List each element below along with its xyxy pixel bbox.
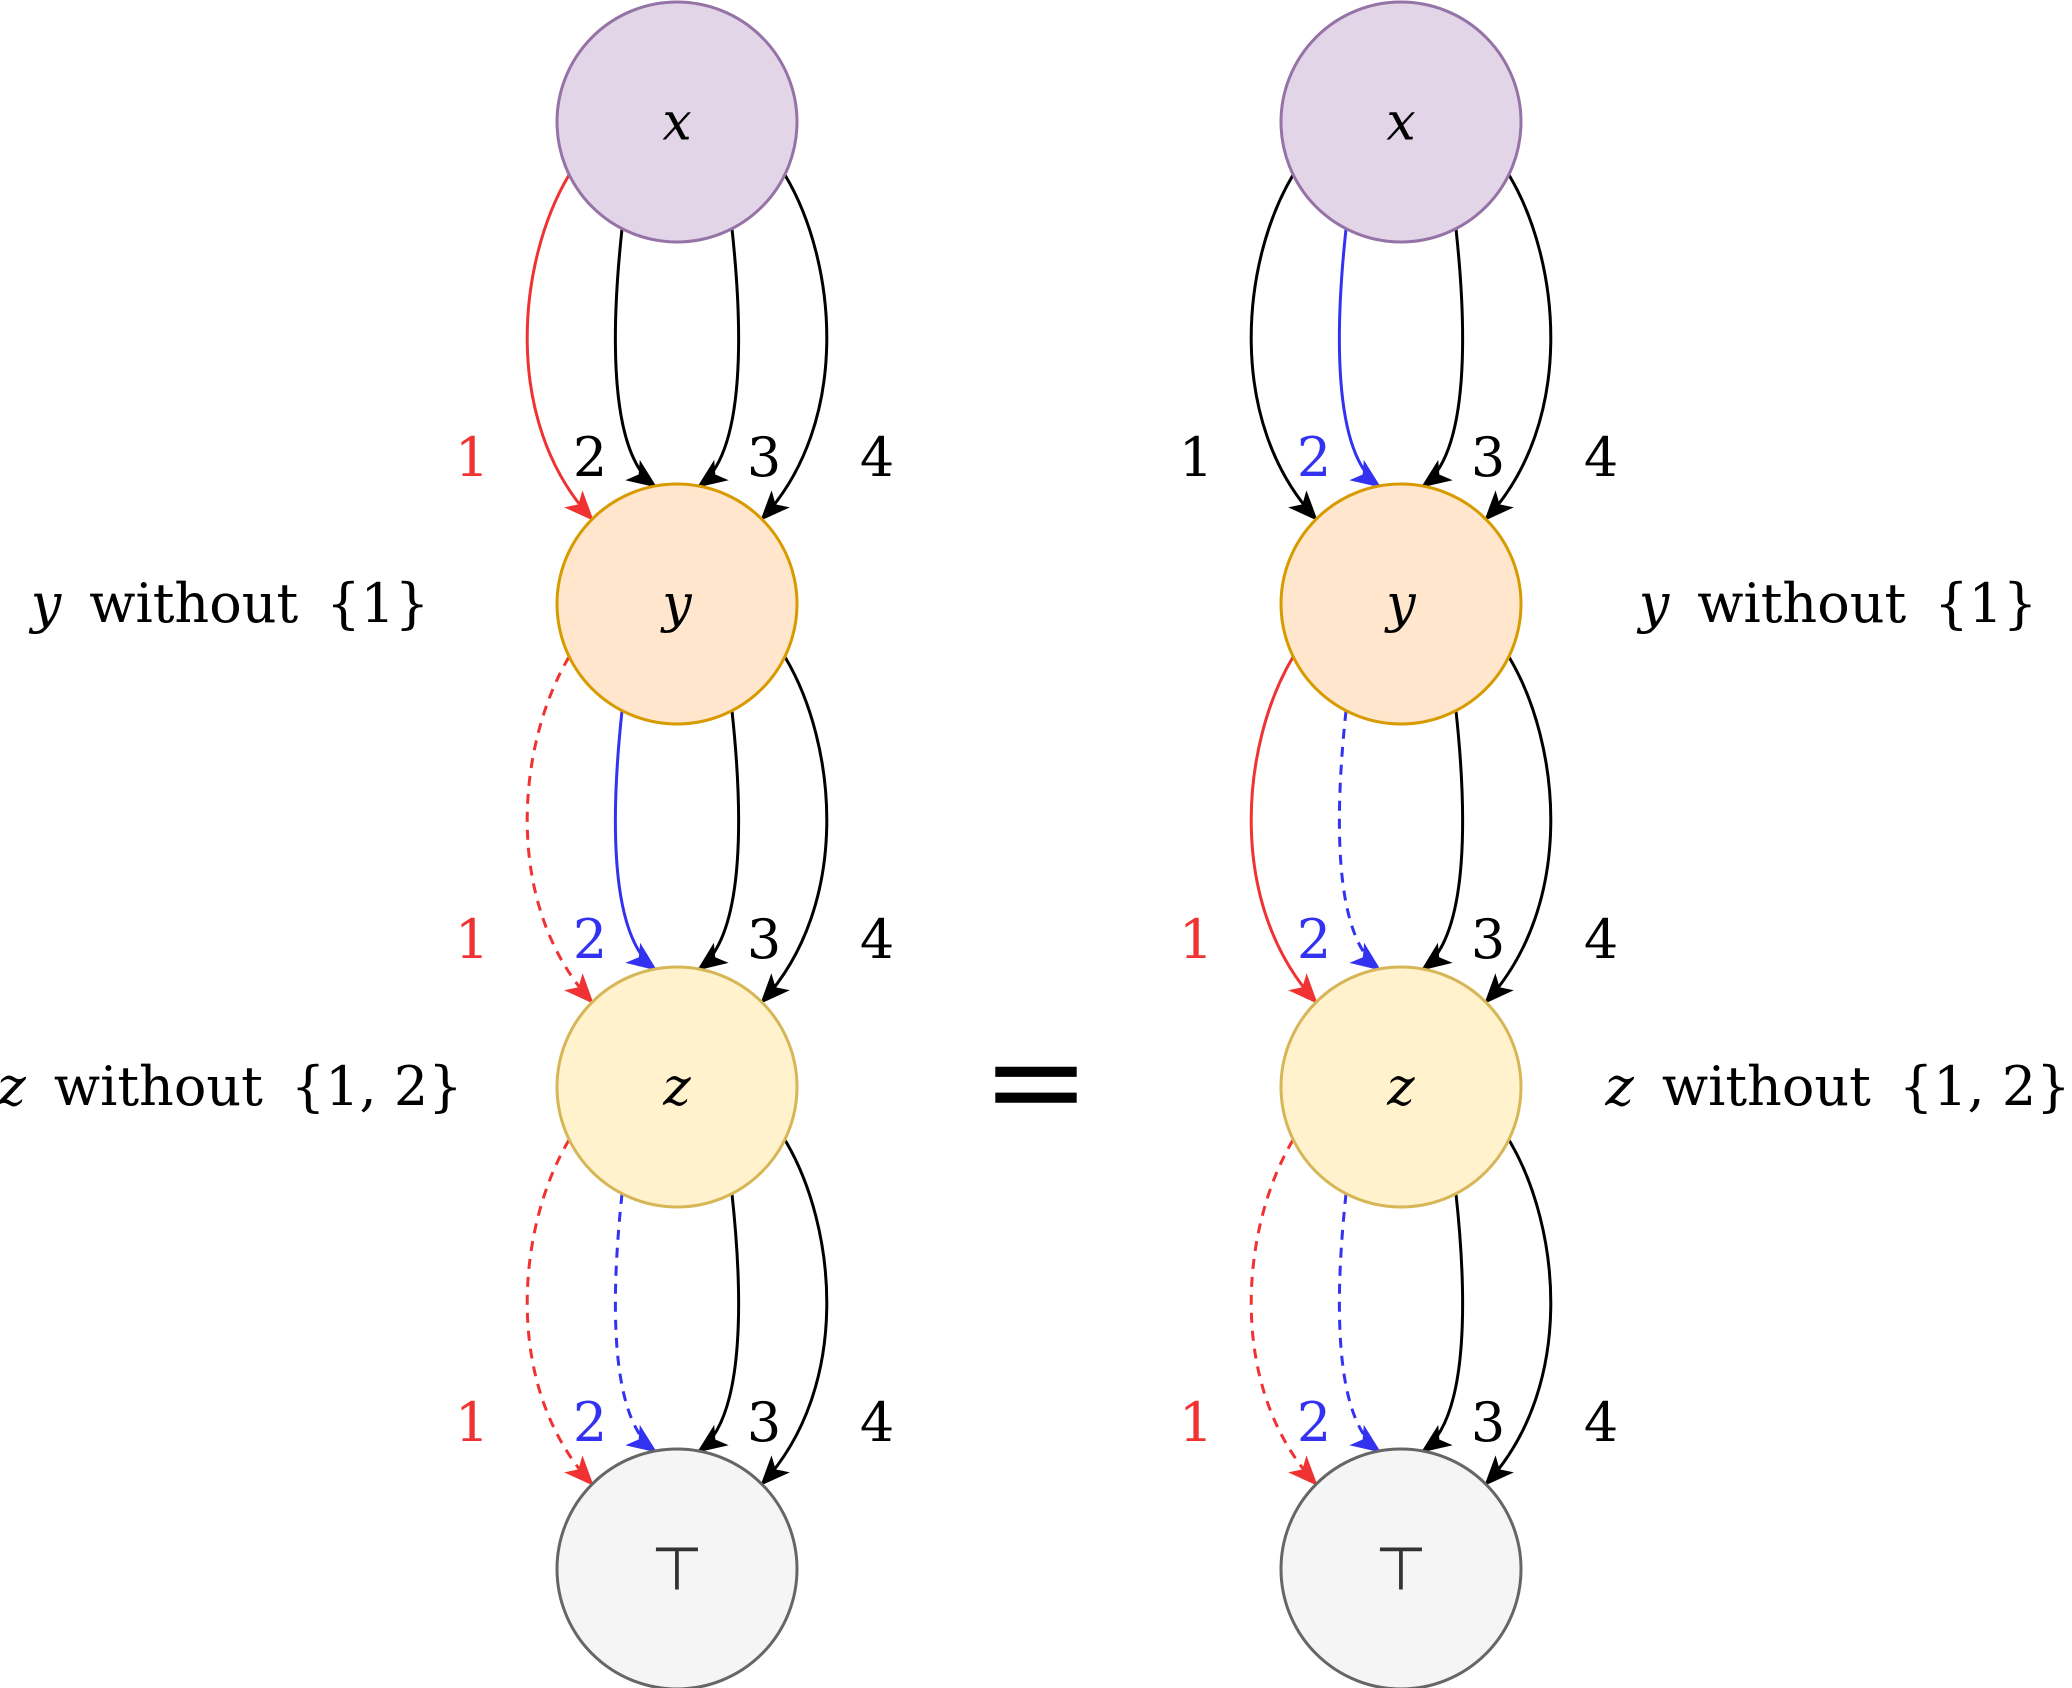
side-label-var: y [29, 572, 63, 635]
edge-d2-z-to-top-3 [1420, 1193, 1465, 1453]
edge-d1-y-to-z-2 [613, 710, 658, 971]
edge-label-d1-z-to-top-4: 4 [860, 1391, 894, 1454]
edge-label-d2-y-to-z-4: 4 [1584, 908, 1618, 971]
edge-label-d1-x-to-y-1: 1 [455, 426, 489, 489]
edge-d2-z-to-top-4 [1484, 1139, 1553, 1486]
node-d2-z [1279, 965, 1523, 1209]
node-d2-y [1279, 482, 1523, 726]
node-d1-z [555, 965, 799, 1209]
edge-label-d1-z-to-top-1: 1 [455, 1391, 489, 1454]
edge-d1-y-to-z-3 [696, 710, 741, 971]
side-label-d1-z: z without {1, 2} [0, 1055, 463, 1118]
edge-label-d2-y-to-z-1: 1 [1179, 908, 1213, 971]
side-label-set: {1, 2} [1899, 1055, 2071, 1118]
equals-sign: = [982, 1005, 1091, 1157]
edges-layer [525, 174, 1553, 1486]
node-label-d1-x: x [662, 93, 691, 153]
edge-label-d2-y-to-z-3: 3 [1471, 908, 1505, 971]
edge-d2-x-to-y-4 [1484, 174, 1553, 521]
edge-label-d1-y-to-z-3: 3 [747, 908, 781, 971]
labels-layer: 1 2 3 4 1 2 3 4 1 2 3 4 y without {1} z without {1, 2} 1 2 3… [0, 426, 2071, 1454]
edge-d2-y-to-z-1 [1249, 656, 1318, 1004]
side-label-text: without [1662, 1055, 1871, 1118]
edge-label-d1-z-to-top-2: 2 [573, 1391, 607, 1454]
side-label-var: z [0, 1055, 26, 1118]
edge-d1-x-to-y-1 [525, 174, 594, 521]
edge-d1-z-to-top-3 [696, 1193, 741, 1453]
nodes-layer: x y z ⊤ x y z ⊤ [555, 0, 1523, 1688]
node-label-d1-top: ⊤ [651, 1535, 703, 1605]
edge-label-d1-x-to-y-3: 3 [747, 426, 781, 489]
edge-label-d2-x-to-y-2: 2 [1297, 426, 1331, 489]
edge-d1-z-to-top-2 [613, 1193, 658, 1453]
edge-label-d2-z-to-top-1: 1 [1179, 1391, 1213, 1454]
node-label-d1-z: z [662, 1058, 691, 1118]
side-label-text: without [89, 572, 298, 635]
edge-label-d2-x-to-y-4: 4 [1584, 426, 1618, 489]
edge-d2-z-to-top-1 [1249, 1139, 1318, 1486]
edge-d2-x-to-y-1 [1249, 174, 1318, 521]
edge-label-d2-x-to-y-3: 3 [1471, 426, 1505, 489]
edge-label-d2-x-to-y-1: 1 [1179, 426, 1213, 489]
node-d2-x [1279, 0, 1523, 244]
side-label-set: {1} [326, 572, 429, 635]
edge-d1-y-to-z-1 [525, 656, 594, 1004]
node-label-d2-y: y [1384, 575, 1416, 635]
side-label-d2-z: z without {1, 2} [1604, 1055, 2070, 1118]
node-label-d2-top: ⊤ [1375, 1535, 1427, 1605]
side-label-var: y [1637, 572, 1671, 635]
node-label-d1-y: y [660, 575, 692, 635]
side-label-text: without [1697, 572, 1906, 635]
edge-label-d1-x-to-y-4: 4 [860, 426, 894, 489]
side-label-var: z [1604, 1055, 1634, 1118]
side-label-text: without [54, 1055, 263, 1118]
side-label-set: {1, 2} [291, 1055, 463, 1118]
node-d2-top [1279, 1447, 1523, 1688]
edge-label-d1-y-to-z-1: 1 [455, 908, 489, 971]
side-label-set: {1} [1934, 572, 2037, 635]
edge-label-d2-z-to-top-2: 2 [1297, 1391, 1331, 1454]
node-d1-top [555, 1447, 799, 1688]
edge-d1-x-to-y-3 [696, 228, 741, 488]
edge-d2-y-to-z-3 [1420, 710, 1465, 971]
edge-d1-z-to-top-4 [760, 1139, 829, 1486]
edge-label-d2-z-to-top-4: 4 [1584, 1391, 1618, 1454]
edge-label-d1-y-to-z-4: 4 [860, 908, 894, 971]
edge-d1-x-to-y-4 [760, 174, 829, 521]
node-label-d2-z: z [1386, 1058, 1415, 1118]
node-d1-x [555, 0, 799, 244]
edge-label-d1-z-to-top-3: 3 [747, 1391, 781, 1454]
node-label-d2-x: x [1386, 93, 1415, 153]
edge-label-d1-y-to-z-2: 2 [573, 908, 607, 971]
edge-label-d2-z-to-top-3: 3 [1471, 1391, 1505, 1454]
node-d1-y [555, 482, 799, 726]
edge-d2-z-to-top-2 [1337, 1193, 1382, 1453]
edge-d2-x-to-y-2 [1337, 228, 1382, 488]
side-label-d2-y: y without {1} [1637, 572, 2038, 635]
edge-label-d2-y-to-z-2: 2 [1297, 908, 1331, 971]
edge-d1-z-to-top-1 [525, 1139, 594, 1486]
edge-label-d1-x-to-y-2: 2 [573, 426, 607, 489]
side-label-d1-y: y without {1} [29, 572, 430, 635]
edge-d2-x-to-y-3 [1420, 228, 1465, 488]
edge-d1-x-to-y-2 [613, 228, 658, 488]
edge-d2-y-to-z-4 [1484, 656, 1553, 1004]
edge-d1-y-to-z-4 [760, 656, 829, 1004]
edge-d2-y-to-z-2 [1337, 710, 1382, 971]
